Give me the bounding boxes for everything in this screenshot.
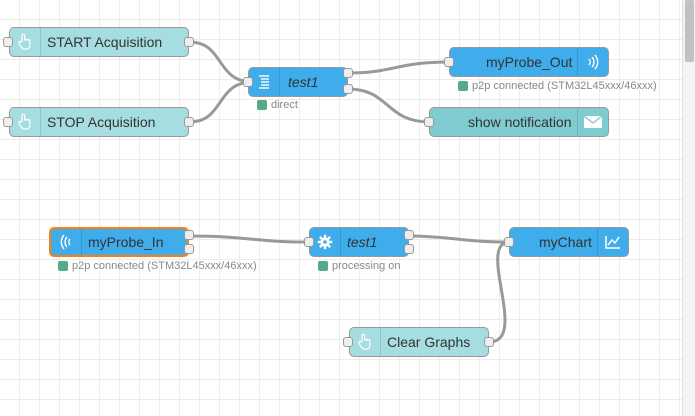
vertical-scrollbar[interactable]	[682, 0, 695, 416]
test1-top-input-port[interactable]	[243, 77, 253, 87]
status-text: processing on	[332, 260, 401, 272]
node-label: test1	[347, 234, 378, 250]
wireless-signal-icon	[577, 48, 608, 76]
myprobe-in-output-port-2[interactable]	[184, 244, 194, 254]
test1-node-bottom[interactable]: test1	[309, 227, 409, 257]
wire-test1-to-probe-out[interactable]	[347, 60, 451, 75]
envelope-icon	[577, 108, 608, 136]
wire-clear-to-chart[interactable]	[488, 240, 511, 344]
test1-node-top[interactable]: test1	[248, 67, 348, 97]
notification-input-port[interactable]	[424, 117, 434, 127]
myprobe-out-input-port[interactable]	[444, 57, 454, 67]
line-chart-icon	[597, 228, 628, 256]
hand-pointer-icon[interactable]	[350, 328, 381, 356]
show-notification-node[interactable]: show notification	[429, 107, 609, 137]
myprobe-in-status: p2p connected (STM32L45xxx/46xxx)	[58, 260, 257, 272]
start-acquisition-node[interactable]: START Acquisition	[9, 27, 189, 57]
test1-bottom-output-port-1[interactable]	[404, 230, 414, 240]
hand-pointer-icon[interactable]	[10, 28, 41, 56]
wireless-signal-icon	[51, 229, 82, 255]
node-label: show notification	[468, 114, 572, 130]
test1-bottom-input-port[interactable]	[304, 237, 314, 247]
mychart-input-port[interactable]	[504, 237, 514, 247]
test1-top-output-port-2[interactable]	[343, 84, 353, 94]
test1-top-status: direct	[257, 99, 298, 111]
mychart-node[interactable]: myChart	[509, 227, 629, 257]
node-label: test1	[288, 74, 319, 90]
start-output-port[interactable]	[184, 37, 194, 47]
clear-graphs-node[interactable]: Clear Graphs	[349, 327, 489, 357]
status-text: p2p connected (STM32L45xxx/46xxx)	[72, 260, 257, 272]
wire-test1-to-notification[interactable]	[347, 87, 431, 124]
myprobe-out-node[interactable]: myProbe_Out	[449, 47, 609, 77]
status-text: p2p connected (STM32L45xxx/46xxx)	[472, 80, 657, 92]
clear-inject-button[interactable]	[343, 337, 353, 347]
status-dot	[458, 81, 468, 91]
node-label: myProbe_Out	[486, 54, 573, 70]
stop-acquisition-node[interactable]: STOP Acquisition	[9, 107, 189, 137]
test1-bottom-status: processing on	[318, 260, 401, 272]
scrollbar-thumb[interactable]	[685, 0, 694, 62]
myprobe-in-node[interactable]: myProbe_In	[49, 227, 189, 257]
node-label: START Acquisition	[47, 34, 163, 50]
node-label: myProbe_In	[88, 234, 164, 250]
test1-bottom-output-port-2[interactable]	[404, 244, 414, 254]
myprobe-out-status: p2p connected (STM32L45xxx/46xxx)	[458, 80, 657, 92]
status-dot	[257, 100, 267, 110]
wire-start-to-test1[interactable]	[188, 40, 254, 84]
wire-probe-in-to-test1[interactable]	[188, 234, 311, 244]
node-label: Clear Graphs	[387, 334, 471, 350]
test1-top-output-port-1[interactable]	[343, 68, 353, 78]
status-dot	[318, 261, 328, 271]
node-label: myChart	[539, 234, 592, 250]
start-inject-button[interactable]	[3, 37, 13, 47]
node-label: STOP Acquisition	[47, 114, 156, 130]
status-dot	[58, 261, 68, 271]
gear-icon	[310, 228, 341, 256]
status-text: direct	[271, 99, 298, 111]
clear-output-port[interactable]	[484, 337, 494, 347]
myprobe-in-output-port-1[interactable]	[184, 230, 194, 240]
wire-test1-to-chart[interactable]	[408, 234, 511, 244]
hand-pointer-icon[interactable]	[10, 108, 41, 136]
stop-inject-button[interactable]	[3, 117, 13, 127]
wire-stop-to-test1[interactable]	[188, 80, 254, 124]
list-lines-icon	[249, 68, 280, 96]
stop-output-port[interactable]	[184, 117, 194, 127]
